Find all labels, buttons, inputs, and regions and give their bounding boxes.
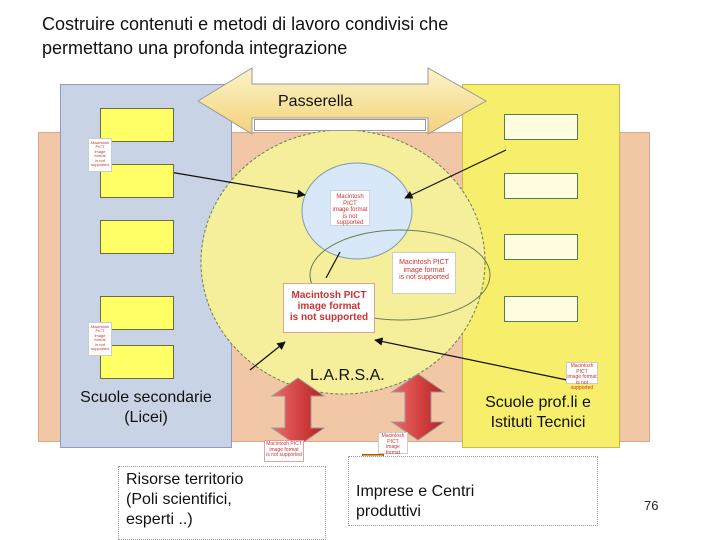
imprese-label: Imprese e Centri produttivi xyxy=(356,483,475,520)
licei-box-4 xyxy=(100,296,174,330)
passerella-label: Passerella xyxy=(278,93,353,110)
arrow-right-to-inner xyxy=(404,149,507,199)
passerella-arrow xyxy=(197,67,488,135)
tecnici-box-3 xyxy=(504,234,578,260)
licei-box-5 xyxy=(100,345,174,379)
risorse-label: Risorse territorio (Poli scientifici, es… xyxy=(126,471,244,528)
page-number: 76 xyxy=(644,498,659,513)
middle-circle xyxy=(309,229,491,321)
tecnici-box-2 xyxy=(504,173,578,199)
licei-label: Scuole secondarie (Licei) xyxy=(80,389,212,426)
arrow-inner-to-mid xyxy=(325,251,341,279)
arrow-left-bottom xyxy=(249,341,286,371)
title-line-1: Costruire contenuti e metodi di lavoro c… xyxy=(42,14,449,34)
title-line-2: permettano una profonda integrazione xyxy=(42,38,348,58)
arrow-left-to-inner xyxy=(157,169,306,198)
risorse-box xyxy=(118,466,326,540)
licei-box-2 xyxy=(100,164,174,198)
tecnici-label: Scuole prof.li e Istituti Tecnici xyxy=(485,394,591,431)
passerella-strip xyxy=(254,119,426,131)
arrow-right-bottom xyxy=(374,337,568,381)
slide-title: Costruire contenuti e metodi di lavoro c… xyxy=(42,12,448,60)
larsa-label: L.A.R.S.A. xyxy=(310,367,385,384)
licei-box-1 xyxy=(100,108,174,142)
tecnici-box-4 xyxy=(504,296,578,322)
imprese-box xyxy=(348,456,598,526)
licei-box-3 xyxy=(100,220,174,254)
tecnici-box-1 xyxy=(504,114,578,140)
red-arrow-right xyxy=(390,373,446,441)
